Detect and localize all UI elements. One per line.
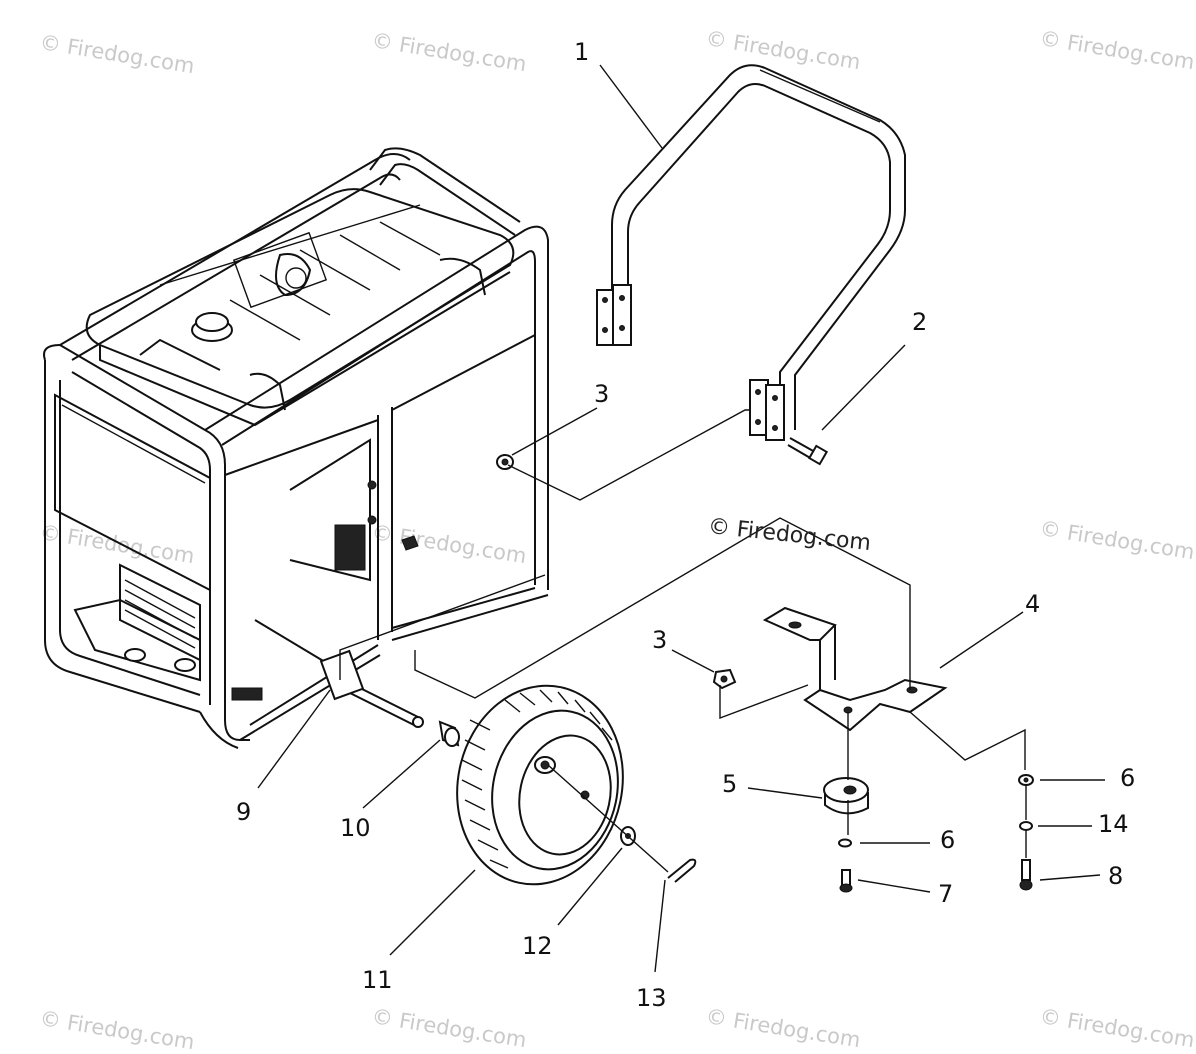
callout-2: 2 xyxy=(912,308,928,336)
callout-4: 4 xyxy=(1025,590,1041,618)
callout-6-right: 6 xyxy=(1120,764,1136,792)
generator-frame xyxy=(43,147,549,749)
callout-7: 7 xyxy=(938,880,954,908)
foot-part-5 xyxy=(823,777,869,815)
callout-12: 12 xyxy=(522,932,553,960)
washer-part-6-left xyxy=(838,838,852,848)
wheel-part-11 xyxy=(456,684,624,886)
nut-part-3-lower xyxy=(712,668,737,690)
washer-part-6-right xyxy=(1018,774,1034,786)
axle-part-9 xyxy=(319,649,424,728)
handle-part-1 xyxy=(596,64,906,441)
callout-6-left: 6 xyxy=(940,826,956,854)
callout-13: 13 xyxy=(636,984,667,1012)
bolt-part-8 xyxy=(1019,859,1033,891)
leader-lines xyxy=(257,64,1105,973)
callout-10: 10 xyxy=(340,814,371,842)
bracket-part-4 xyxy=(762,606,948,732)
callout-1: 1 xyxy=(574,38,590,66)
spacer-part-10 xyxy=(438,720,460,747)
washer-part-14 xyxy=(1019,821,1033,831)
callout-8: 8 xyxy=(1108,862,1124,890)
fuel-tank xyxy=(85,188,515,427)
callout-3-lower: 3 xyxy=(652,626,668,654)
bolt-part-2 xyxy=(787,437,829,466)
cotter-pin-part-13 xyxy=(667,858,697,883)
callout-14: 14 xyxy=(1098,810,1129,838)
callout-11: 11 xyxy=(362,966,393,994)
screw-part-7 xyxy=(839,869,853,893)
assembly-lines xyxy=(339,409,1027,873)
callout-5: 5 xyxy=(722,770,738,798)
callout-3-upper: 3 xyxy=(594,380,610,408)
callout-9: 9 xyxy=(236,798,252,826)
control-panel xyxy=(54,393,419,701)
